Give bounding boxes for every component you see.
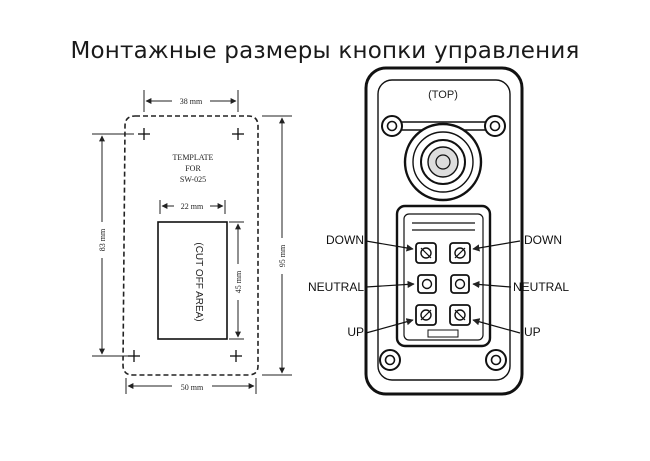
device-drawing: (TOP) xyxy=(308,66,569,396)
label-neutral-right: NEUTRAL xyxy=(513,280,569,294)
switch-block-outer xyxy=(395,204,492,348)
mount-hole-marks xyxy=(128,128,244,362)
cutout-area xyxy=(157,221,228,340)
terminal-down-right xyxy=(449,242,471,264)
top-label: (TOP) xyxy=(428,89,458,101)
template-text-line2: FOR xyxy=(185,164,201,173)
switch-block-inner xyxy=(403,213,484,341)
label-down-left: DOWN xyxy=(326,233,364,247)
dim-inner-top-label: 22 mm xyxy=(181,202,204,211)
dim-left-label: 83 mm xyxy=(98,228,107,251)
page-title: Монтажные размеры кнопки управления xyxy=(70,38,580,64)
label-down-right: DOWN xyxy=(524,233,562,247)
label-up-right: UP xyxy=(524,325,541,339)
screw-bottom-left xyxy=(379,349,401,371)
template-text-line1: TEMPLATE xyxy=(173,153,214,162)
template-outline xyxy=(122,115,259,376)
cable-gland xyxy=(403,122,483,202)
screw-top-left xyxy=(381,115,403,137)
terminal-neutral-right xyxy=(450,274,470,294)
terminal-neutral-left xyxy=(417,274,437,294)
dim-top-label: 38 mm xyxy=(180,97,203,106)
label-neutral-left: NEUTRAL xyxy=(308,280,364,294)
template-text-line3: SW-025 xyxy=(180,175,206,184)
cutout-label: (CUT OFF AREA) xyxy=(193,242,204,321)
terminal-down-left xyxy=(415,242,437,264)
terminal-up-left xyxy=(415,304,437,326)
dim-inner-right-label: 45 mm xyxy=(234,270,243,293)
label-up-left: UP xyxy=(347,325,364,339)
screw-bottom-right xyxy=(485,349,507,371)
template-drawing: 38 mm 83 mm 95 mm xyxy=(92,90,292,394)
leader-lines xyxy=(365,240,521,334)
dim-right-label: 95 mm xyxy=(278,244,287,267)
dim-bottom-label: 50 mm xyxy=(181,383,204,392)
screw-top-right xyxy=(484,115,506,137)
device-housing-inner xyxy=(377,79,511,381)
terminal-up-right xyxy=(449,304,471,326)
